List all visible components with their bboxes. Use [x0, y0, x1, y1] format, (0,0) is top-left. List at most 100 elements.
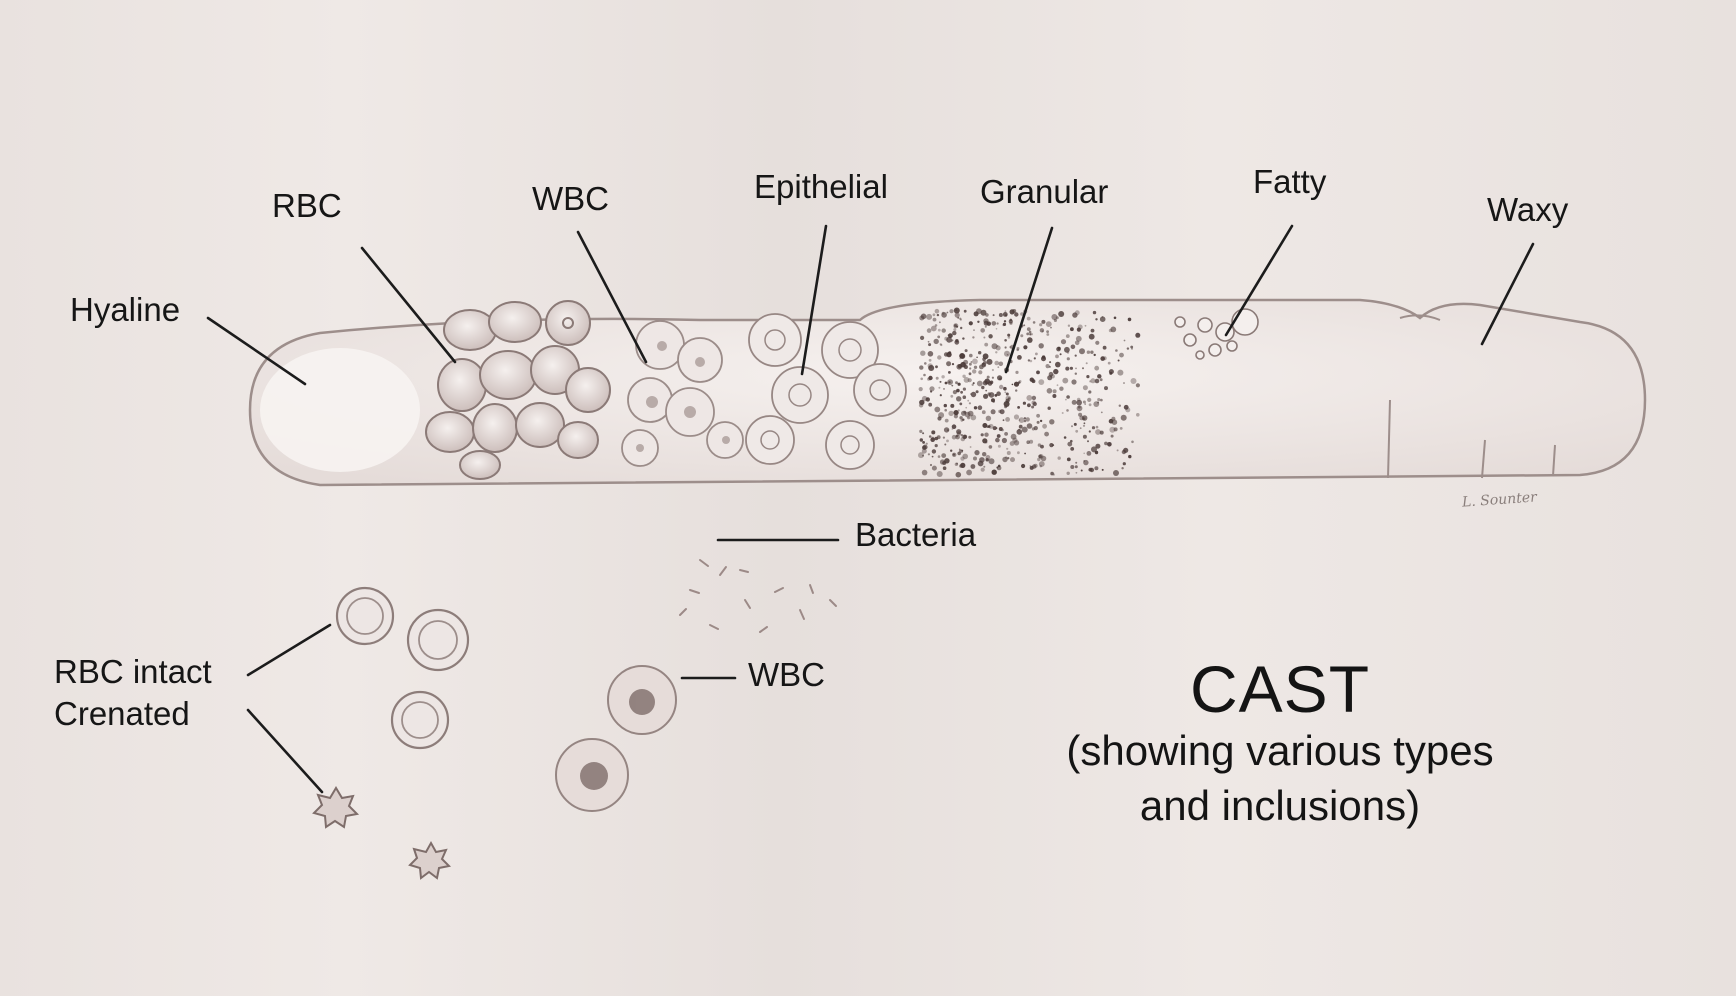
- granule-dot: [1029, 331, 1032, 334]
- granule-dot: [932, 456, 934, 458]
- label-hyaline: Hyaline: [70, 293, 180, 326]
- granule-dot: [937, 355, 941, 359]
- granule-dot: [1084, 422, 1086, 424]
- label-rbc-intact: RBC intact: [54, 655, 212, 688]
- granule-dot: [1128, 455, 1131, 458]
- granule-dot: [1087, 398, 1091, 402]
- granule-dot: [926, 443, 928, 445]
- granule-dot: [1083, 425, 1085, 427]
- granule-dot: [1018, 429, 1020, 431]
- granule-dot: [1029, 333, 1031, 335]
- granule-dot: [1003, 419, 1005, 421]
- granule-dot: [992, 470, 997, 475]
- granule-dot: [1100, 378, 1103, 381]
- granule-dot: [952, 453, 956, 457]
- granule-dot: [1095, 341, 1099, 345]
- granule-dot: [963, 388, 966, 391]
- label-fatty: Fatty: [1253, 165, 1326, 198]
- granule-dot: [972, 369, 976, 373]
- granule-dot: [1014, 382, 1019, 387]
- granule-dot: [994, 361, 999, 366]
- granule-dot: [1035, 353, 1038, 356]
- granule-dot: [1042, 355, 1045, 358]
- granule-dot: [983, 353, 989, 359]
- granule-dot: [1077, 328, 1081, 332]
- label-bacteria: Bacteria: [855, 518, 976, 551]
- granule-dot: [940, 381, 942, 383]
- granule-dot: [937, 336, 940, 339]
- granule-dot: [1114, 317, 1117, 320]
- granule-dot: [967, 400, 969, 402]
- granule-dot: [1065, 367, 1069, 371]
- granule-dot: [1121, 467, 1123, 469]
- granule-dot: [986, 455, 991, 460]
- granule-dot: [992, 369, 994, 371]
- granule-dot: [1087, 451, 1092, 456]
- granule-dot: [1079, 348, 1085, 354]
- granule-dot: [1019, 425, 1023, 429]
- granule-dot: [1032, 401, 1036, 405]
- granule-dot: [1071, 425, 1073, 427]
- granule-dot: [951, 341, 953, 343]
- granule-dot: [1075, 368, 1077, 370]
- granule-dot: [1119, 405, 1121, 407]
- granule-dot: [1083, 417, 1086, 420]
- granule-dot: [1083, 453, 1085, 455]
- granule-dot: [958, 383, 961, 386]
- granule-dot: [1019, 380, 1022, 383]
- granule-dot: [1050, 327, 1052, 329]
- granule-dot: [971, 392, 976, 397]
- granule-dot: [948, 371, 951, 374]
- granule-dot: [1042, 330, 1044, 332]
- granule-dot: [1075, 430, 1078, 433]
- granule-dot: [1004, 405, 1007, 408]
- granule-dot: [985, 390, 987, 392]
- granule-dot: [998, 445, 1001, 448]
- granule-dot: [1076, 336, 1082, 342]
- granule-dot: [1012, 384, 1014, 386]
- granule-dot: [1117, 370, 1123, 376]
- granule-dot: [1093, 311, 1096, 314]
- granule-dot: [1060, 353, 1062, 355]
- free-wbc: [556, 666, 676, 811]
- granule-dot: [1046, 321, 1052, 327]
- granule-dot: [1021, 464, 1025, 468]
- granule-dot: [1026, 440, 1030, 444]
- granule-dot: [1111, 435, 1114, 438]
- granule-dot: [1083, 460, 1085, 462]
- granule-dot: [1072, 312, 1077, 317]
- granule-dot: [1039, 323, 1042, 326]
- granule-dot: [1004, 432, 1008, 436]
- granule-dot: [965, 349, 968, 352]
- granule-dot: [1014, 312, 1018, 316]
- granule-dot: [954, 340, 959, 345]
- granule-dot: [1055, 362, 1061, 368]
- granule-dot: [969, 354, 973, 358]
- granule-dot: [993, 314, 995, 316]
- granule-dot: [932, 449, 936, 453]
- granule-dot: [1006, 448, 1008, 450]
- label-rbc: RBC: [272, 189, 342, 222]
- granule-dot: [948, 411, 953, 416]
- granule-dot: [1067, 458, 1071, 462]
- granule-dot: [946, 440, 949, 443]
- granule-dot: [955, 313, 960, 318]
- granule-dot: [1040, 465, 1042, 467]
- granule-dot: [997, 375, 1002, 380]
- granule-dot: [1123, 448, 1128, 453]
- granule-dot: [1119, 353, 1124, 358]
- granule-dot: [938, 455, 941, 458]
- granule-dot: [947, 312, 949, 314]
- granule-dot: [980, 328, 985, 333]
- granule-dot: [1109, 372, 1112, 375]
- granule-dot: [999, 313, 1003, 317]
- granule-dot: [971, 464, 976, 469]
- granule-dot: [943, 437, 945, 439]
- granule-dot: [1097, 398, 1100, 401]
- granule-dot: [928, 403, 932, 407]
- granule-dot: [940, 343, 942, 345]
- granule-dot: [1039, 343, 1044, 348]
- granule-dot: [1036, 414, 1040, 418]
- granule-dot: [988, 392, 991, 395]
